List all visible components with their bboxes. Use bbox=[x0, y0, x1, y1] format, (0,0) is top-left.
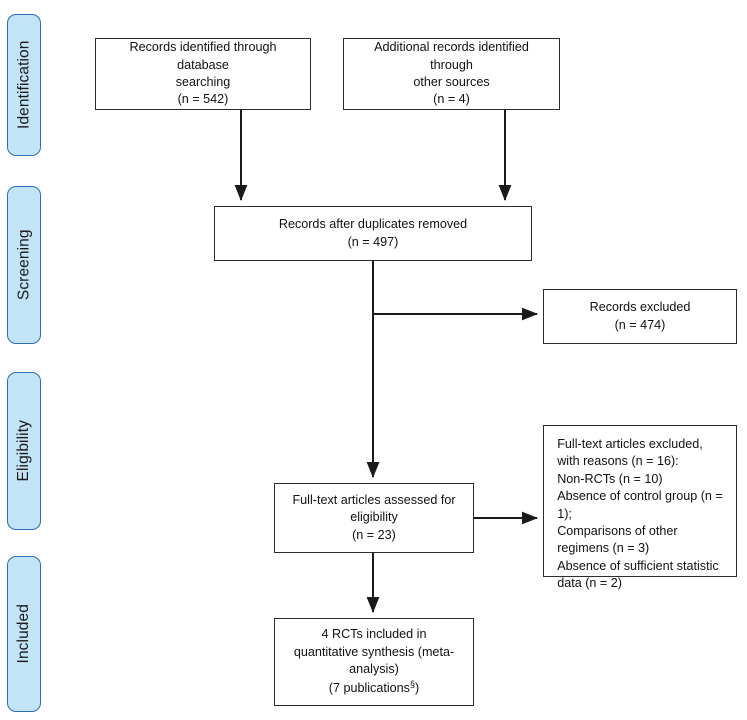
box-additional-records: Additional records identified through ot… bbox=[343, 38, 560, 110]
stage-label-included: Included bbox=[15, 604, 33, 664]
box-records-excluded-text: Records excluded (n = 474) bbox=[589, 300, 691, 332]
box-fulltext-excluded: Full-text articles excluded, with reason… bbox=[543, 425, 737, 590]
box-included-synthesis: 4 RCTs included in quantitative synthesi… bbox=[274, 618, 474, 706]
box-fulltext-assessed-text: Full-text articles assessed for eligibil… bbox=[292, 492, 456, 542]
box-duplicates-removed-text: Records after duplicates removed (n = 49… bbox=[278, 217, 468, 249]
stage-label-eligibility: Eligibility bbox=[15, 420, 33, 482]
stage-label-identification: Identification bbox=[15, 40, 33, 130]
box-records-excluded: Records excluded (n = 474) bbox=[543, 289, 737, 344]
box-duplicates-removed: Records after duplicates removed (n = 49… bbox=[214, 206, 532, 261]
stage-pill-screening: Screening bbox=[7, 186, 41, 344]
box-included-synthesis-text: 4 RCTs included in quantitative synthesi… bbox=[293, 627, 455, 696]
stage-pill-identification: Identification bbox=[7, 14, 41, 156]
box-additional-records-text: Additional records identified through ot… bbox=[374, 40, 529, 107]
box-records-identified: Records identified through database sear… bbox=[95, 38, 311, 110]
publications-footnote-marker: § bbox=[409, 679, 416, 690]
box-fulltext-excluded-text: Full-text articles excluded, with reason… bbox=[557, 437, 723, 590]
stage-pill-included: Included bbox=[7, 556, 41, 712]
stage-pill-eligibility: Eligibility bbox=[7, 372, 41, 530]
box-records-identified-text: Records identified through database sear… bbox=[129, 40, 277, 107]
stage-label-screening: Screening bbox=[15, 229, 33, 301]
box-fulltext-assessed: Full-text articles assessed for eligibil… bbox=[274, 483, 474, 553]
